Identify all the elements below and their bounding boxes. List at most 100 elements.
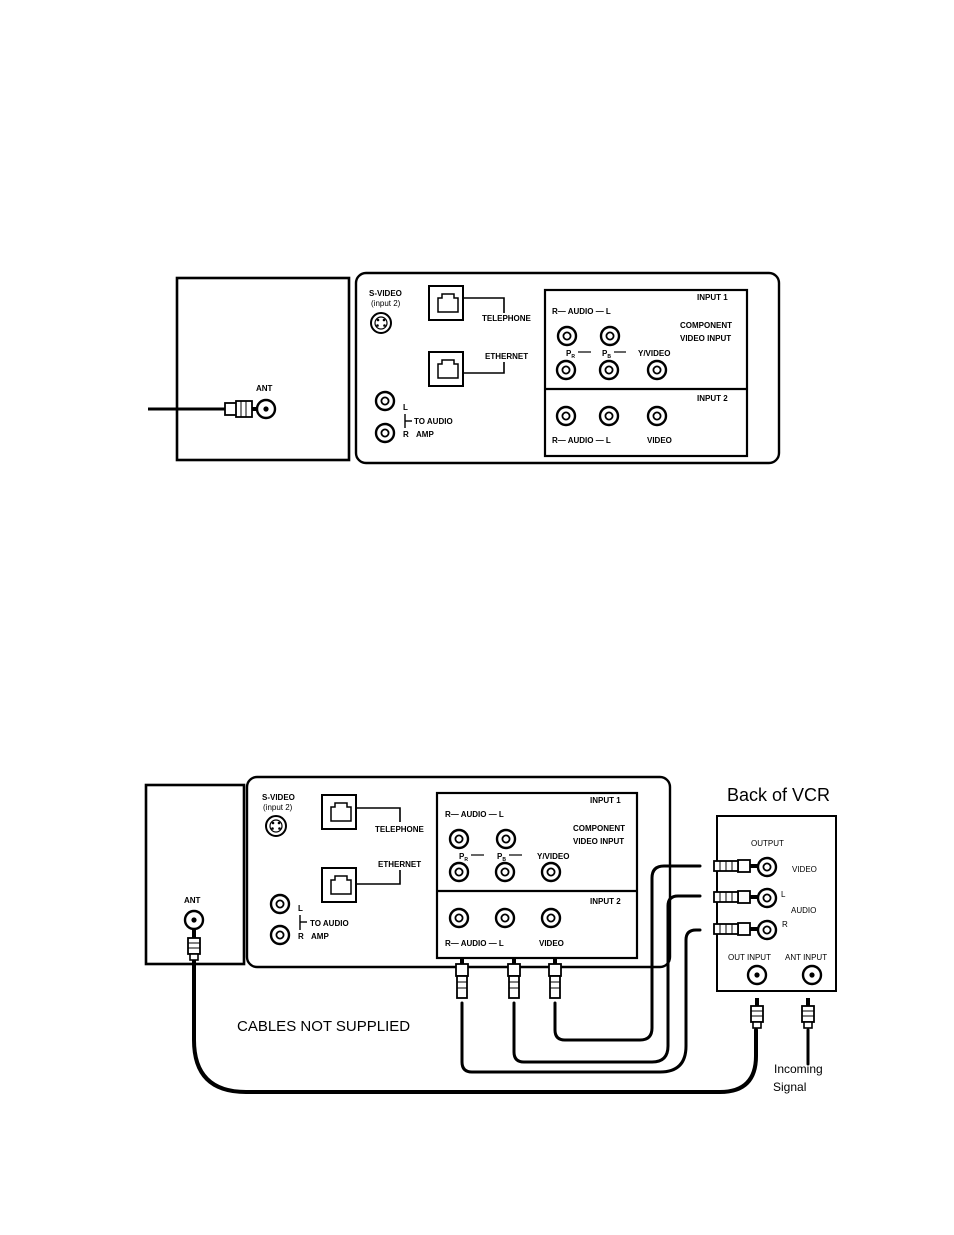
ethernet-leader-2 — [356, 870, 401, 885]
vcr-r-label: R — [782, 920, 788, 929]
input2-audio-l-jack — [598, 405, 620, 427]
ethernet-label-2: ETHERNET — [378, 860, 421, 869]
input2-video-jack-2 — [540, 907, 562, 929]
input1-audio-r-jack-2 — [448, 828, 470, 850]
vcr-title: Back of VCR — [727, 785, 830, 805]
cables-note: CABLES NOT SUPPLIED — [237, 1018, 410, 1035]
coax-jack-icon-2 — [183, 909, 205, 931]
input1-label-2: INPUT 1 — [590, 796, 621, 805]
vcr-audio-l-jack — [756, 887, 778, 909]
telephone-label: TELEPHONE — [482, 314, 532, 323]
coax-plug-icon — [750, 997, 764, 1029]
rca-plug-icon — [548, 957, 562, 999]
vcr-audio-r-jack — [756, 919, 778, 941]
telephone-leader — [463, 297, 505, 313]
audio-out-l-jack — [374, 390, 396, 412]
input1-pr-jack-2 — [448, 861, 470, 883]
incoming-label: Incoming — [774, 1062, 823, 1076]
tv-side-panel-1 — [175, 276, 351, 462]
video-input-label-2: VIDEO INPUT — [573, 837, 624, 846]
coax-cable — [192, 958, 758, 1094]
coax-plug-icon — [801, 997, 815, 1029]
input2-label-2: INPUT 2 — [590, 897, 621, 906]
r-audio-l-label-bottom: R— AUDIO — L — [552, 436, 611, 445]
r-audio-l-label-top-2: R— AUDIO — L — [445, 810, 504, 819]
svideo-sub-label-2: (input 2) — [263, 803, 293, 812]
to-audio-label-2: TO AUDIO — [310, 919, 349, 928]
audio-l-cable — [512, 894, 702, 1064]
audio-out-r-jack-2 — [269, 924, 291, 946]
input1-y-jack — [646, 359, 668, 381]
svideo-label: S-VIDEO — [369, 289, 402, 298]
ant-label-2: ANT — [184, 896, 201, 905]
yvideo-label-2: Y/VIDEO — [537, 852, 569, 861]
telephone-label-2: TELEPHONE — [375, 825, 425, 834]
inputs-box-1 — [543, 288, 749, 458]
pr-label-2: PR — [459, 852, 468, 863]
vcr-video-out-jack — [756, 856, 778, 878]
r-audio-l-label-bottom-2: R— AUDIO — L — [445, 939, 504, 948]
audio-out-l-label-2: L — [298, 904, 303, 913]
ethernet-label: ETHERNET — [485, 352, 528, 361]
amp-label: AMP — [416, 430, 434, 439]
yvideo-label: Y/VIDEO — [638, 349, 670, 358]
svideo-sub-label: (input 2) — [371, 299, 401, 308]
input1-audio-r-jack — [556, 325, 578, 347]
telephone-leader-2 — [356, 807, 401, 822]
amp-label-2: AMP — [311, 932, 329, 941]
ethernet-leader — [463, 362, 505, 374]
input1-pr-jack — [555, 359, 577, 381]
input1-audio-l-jack — [599, 325, 621, 347]
audio-out-r-label-2: R — [298, 932, 304, 941]
audio-out-l-jack-2 — [269, 893, 291, 915]
input1-y-jack-2 — [540, 861, 562, 883]
pb-label-2: PB — [497, 852, 506, 863]
svideo-jack-icon-2 — [265, 815, 287, 837]
telephone-jack-icon-2 — [321, 794, 357, 830]
vcr-ant-input-label: ANT INPUT — [785, 953, 827, 962]
component-label: COMPONENT — [680, 321, 732, 330]
input1-audio-l-jack-2 — [495, 828, 517, 850]
video-input-label: VIDEO INPUT — [680, 334, 731, 343]
input1-pb-jack-2 — [494, 861, 516, 883]
input2-label: INPUT 2 — [697, 394, 728, 403]
input2-audio-r-jack-2 — [448, 907, 470, 929]
vcr-out-jack — [746, 964, 768, 986]
svideo-label-2: S-VIDEO — [262, 793, 295, 802]
coax-jack-icon — [255, 398, 277, 420]
vcr-ant-jack — [801, 964, 823, 986]
input2-video-label: VIDEO — [647, 436, 672, 445]
input2-video-label-2: VIDEO — [539, 939, 564, 948]
cables — [192, 864, 810, 1094]
rca-plug-icon — [507, 957, 521, 999]
input2-audio-r-jack — [555, 405, 577, 427]
audio-out-r-jack — [374, 422, 396, 444]
audio-r-cable — [460, 928, 702, 1074]
vcr-audio-label: AUDIO — [791, 906, 816, 915]
signal-label: Signal — [773, 1080, 806, 1094]
audio-out-l-label: L — [403, 403, 408, 412]
ant-label: ANT — [256, 384, 273, 393]
input2-video-jack — [646, 405, 668, 427]
input2-audio-l-jack-2 — [494, 907, 516, 929]
pr-label: PR — [566, 349, 575, 360]
diagram-2: ANT S-VIDEO (input 2) TELEPHONE ETHERNET… — [144, 775, 837, 1094]
vcr-video-label: VIDEO — [792, 865, 817, 874]
pb-label: PB — [602, 349, 611, 360]
audio-out-r-label: R — [403, 430, 409, 439]
rca-plug-icon — [455, 957, 469, 999]
telephone-jack-icon — [428, 285, 464, 321]
component-label-2: COMPONENT — [573, 824, 625, 833]
coax-plug-icon — [224, 400, 258, 418]
ethernet-jack-icon — [428, 351, 464, 387]
ethernet-jack-icon-2 — [321, 867, 357, 903]
video-cable — [553, 864, 702, 1042]
input1-pb-jack — [598, 359, 620, 381]
inputs-box-2 — [435, 791, 639, 960]
vcr-l-label: L — [781, 890, 786, 899]
vcr-back-panel — [716, 815, 837, 992]
to-audio-label: TO AUDIO — [414, 417, 453, 426]
diagram-1: ANT S-VIDEO (input 2) TELEPHONE ETHERNET… — [148, 271, 781, 465]
input1-label: INPUT 1 — [697, 293, 728, 302]
